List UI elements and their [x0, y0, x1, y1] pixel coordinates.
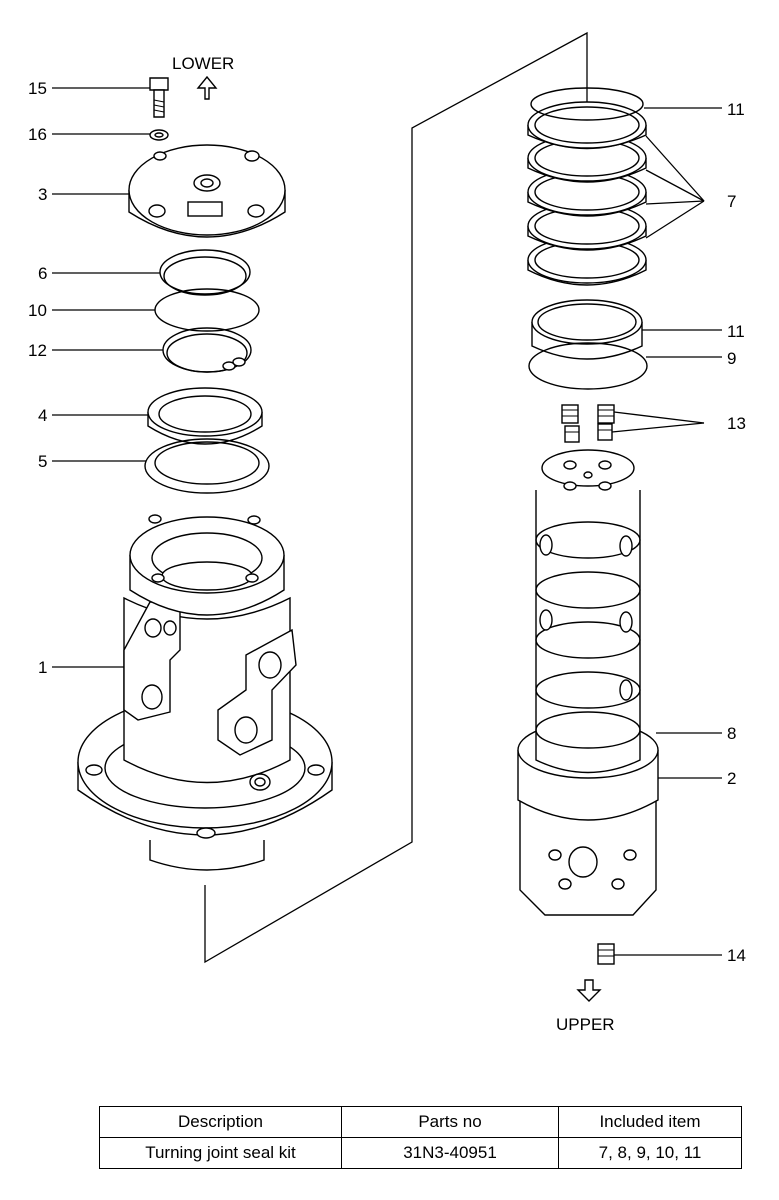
table-header-row: Description Parts no Included item [99, 1106, 742, 1138]
part-5-ring [144, 438, 270, 494]
callout-10: 10 [28, 301, 47, 320]
callout-11-top: 11 [727, 100, 745, 119]
header-description: Description [99, 1106, 342, 1138]
callout-14: 14 [727, 946, 746, 965]
callout-3: 3 [38, 185, 47, 204]
lower-label: LOWER [172, 54, 234, 73]
part-3-cover [128, 144, 286, 238]
callout-7: 7 [727, 192, 736, 211]
upper-label: UPPER [556, 1015, 615, 1034]
part-14-plug [597, 943, 615, 965]
spool-shaft [517, 449, 659, 916]
assembly-frame-line [204, 31, 588, 964]
part-4-seal [147, 387, 263, 445]
cell-description: Turning joint seal kit [99, 1137, 342, 1169]
cell-parts-no: 31N3-40951 [341, 1137, 559, 1169]
exploded-parts-diagram: LOWER UPPER [28, 31, 746, 1034]
leader-lines [52, 87, 722, 956]
part-13-plugs [561, 404, 615, 443]
part-11-7-ring-stack [527, 87, 647, 286]
part-16-washer [149, 129, 169, 141]
table-row: Turning joint seal kit 31N3-40951 7, 8, … [99, 1137, 742, 1169]
arrow-up-icon [196, 75, 218, 100]
seal-kit-table: Description Parts no Included item Turni… [99, 1106, 742, 1169]
part-6-ring [159, 249, 251, 296]
arrow-down-icon [576, 979, 602, 1002]
part-1-hub [77, 514, 333, 871]
callout-5: 5 [38, 452, 47, 471]
callout-4: 4 [38, 406, 47, 425]
cell-included-item: 7, 8, 9, 10, 11 [558, 1137, 742, 1169]
part-12-retaining-ring [162, 327, 252, 373]
callout-2: 2 [727, 769, 736, 788]
header-included-item: Included item [558, 1106, 742, 1138]
part-15-bolt [149, 77, 169, 118]
header-parts-no: Parts no [341, 1106, 559, 1138]
callout-15: 15 [28, 79, 47, 98]
callout-8: 8 [727, 724, 736, 743]
callout-6: 6 [38, 264, 47, 283]
callout-12: 12 [28, 341, 47, 360]
part-11-9-rings [528, 299, 648, 390]
callout-9: 9 [727, 349, 736, 368]
callout-13: 13 [727, 414, 746, 433]
callout-16: 16 [28, 125, 47, 144]
callout-11-mid: 11 [727, 322, 745, 341]
callout-1: 1 [38, 658, 47, 677]
